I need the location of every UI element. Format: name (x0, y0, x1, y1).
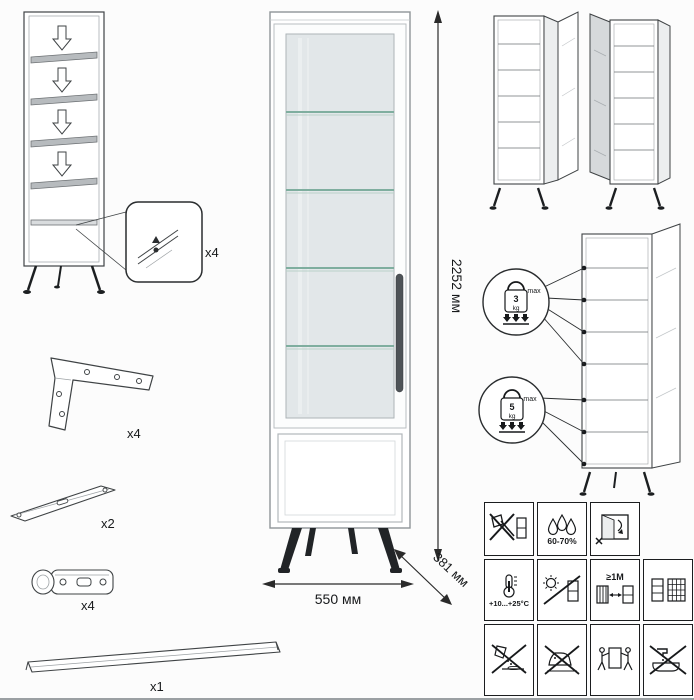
no-ironing-icon (544, 645, 580, 675)
care-symbols-grid: 60-70% +10...+25°C (484, 502, 693, 696)
height-label: 2252 мм (449, 259, 465, 313)
rail-part: x2 (5, 478, 127, 539)
open-door-panel (557, 11, 579, 181)
upper-max-label: max (527, 288, 541, 295)
product-image (248, 4, 433, 589)
hinge-qty: x4 (81, 598, 95, 613)
down-arrows-icon (499, 422, 525, 430)
shelf-placement-diagram: x4 (6, 6, 231, 311)
care-cell-humidity: 60-70% (537, 502, 587, 556)
width-dimension: 550 мм (258, 574, 418, 613)
temperature-icon (503, 574, 517, 598)
shelf-support-callout (125, 201, 203, 283)
care-cell-two-person-carry (590, 624, 640, 696)
care-cell-no-liquids (484, 624, 534, 696)
care-cell-heat-source-distance: ≥1M (590, 559, 640, 621)
heat-source-distance-icon (596, 585, 634, 604)
insert-arrow-icons (51, 25, 73, 177)
support-rail (30, 219, 98, 226)
handle-qty: x1 (150, 679, 164, 694)
depth-dimension: 381 мм (390, 543, 476, 628)
window-ventilation-icon (595, 514, 629, 545)
care-cell-empty (643, 502, 693, 556)
glass-pane (285, 33, 395, 419)
width-dimension-arrow: 550 мм (262, 580, 414, 607)
care-cell-no-ironing (537, 624, 587, 696)
humidity-icon (547, 514, 577, 536)
lower-max-label: max (523, 396, 537, 403)
handle-part: x1 (18, 632, 294, 698)
callout-leader-lines (75, 211, 127, 271)
shelf-panels (30, 51, 98, 190)
load-limit-diagram: 3 kg max 5 kg max (478, 218, 692, 513)
lower-weight-value: 5 (509, 402, 514, 412)
height-dimension-arrow: 2252 мм (434, 10, 465, 562)
shelf-pin (153, 247, 159, 253)
pin-arrow-icon (152, 236, 160, 243)
upper-weight-unit: kg (513, 305, 520, 312)
cabinet-option-right (589, 13, 671, 210)
care-cell-window-ventilation (590, 502, 640, 556)
load-limit-drawing: 3 kg max 5 kg max (478, 223, 681, 496)
care-cell-temperature: +10...+25°C (484, 559, 534, 621)
open-door-panel (589, 13, 611, 181)
down-arrows-icon (503, 314, 529, 322)
care-cell-ventilation-grid (643, 559, 693, 621)
bracket-screw-holes (56, 369, 142, 417)
cabinet-legs (278, 528, 402, 573)
door-handle (395, 273, 404, 393)
hinge-drawing: x4 (31, 569, 114, 613)
cabinet-render (269, 11, 411, 573)
care-cell-no-direct-sunlight (537, 559, 587, 621)
cabinet-legs (26, 265, 102, 291)
humidity-label: 60-70% (547, 536, 577, 547)
cabinet-option-left (489, 11, 579, 210)
rail-qty: x2 (101, 516, 115, 531)
cabinet-wireframe-drawing: x4 (23, 11, 219, 294)
rail-drawing: x2 (10, 485, 116, 531)
bottom-door (277, 433, 403, 523)
care-cell-no-washing (643, 624, 693, 696)
no-washing-icon (649, 645, 687, 675)
shelf-lines (586, 267, 648, 433)
ventilation-grid-icon (651, 578, 686, 602)
temperature-label: +10...+25°C (488, 598, 530, 608)
leg-bracket-drawing: x4 (48, 357, 154, 441)
care-cell-no-sharp-tools (484, 502, 534, 556)
leg-bracket-qty: x4 (127, 426, 141, 441)
rail-holes (16, 487, 108, 518)
open-door-panel (651, 223, 681, 469)
shelf-support-qty: x4 (205, 245, 219, 260)
load-leader-lines (537, 267, 585, 465)
height-dimension: 2252 мм (426, 8, 468, 569)
depth-label: 381 мм (430, 549, 472, 589)
handle-drawing: x1 (25, 641, 281, 694)
door-options-drawing (489, 11, 671, 210)
hinge-part: x4 (25, 552, 137, 619)
hinge-holes (59, 577, 107, 587)
leg-bracket-part: x4 (35, 332, 175, 449)
glass-shelves (286, 111, 394, 350)
width-label: 550 мм (315, 591, 362, 607)
load-limit-upper: 3 kg max (482, 268, 550, 336)
upper-weight-value: 3 (513, 294, 518, 304)
two-person-carry-icon (597, 647, 633, 671)
lower-weight-unit: kg (509, 413, 516, 420)
no-sharp-tools-icon (489, 513, 527, 541)
load-limit-lower: 5 kg max (478, 376, 546, 444)
no-liquids-icon (491, 644, 527, 674)
door-orientation-diagram (482, 6, 688, 221)
depth-dimension-arrow: 381 мм (394, 549, 472, 605)
no-direct-sunlight-icon (543, 575, 581, 605)
distance-label: ≥1M (606, 572, 624, 582)
